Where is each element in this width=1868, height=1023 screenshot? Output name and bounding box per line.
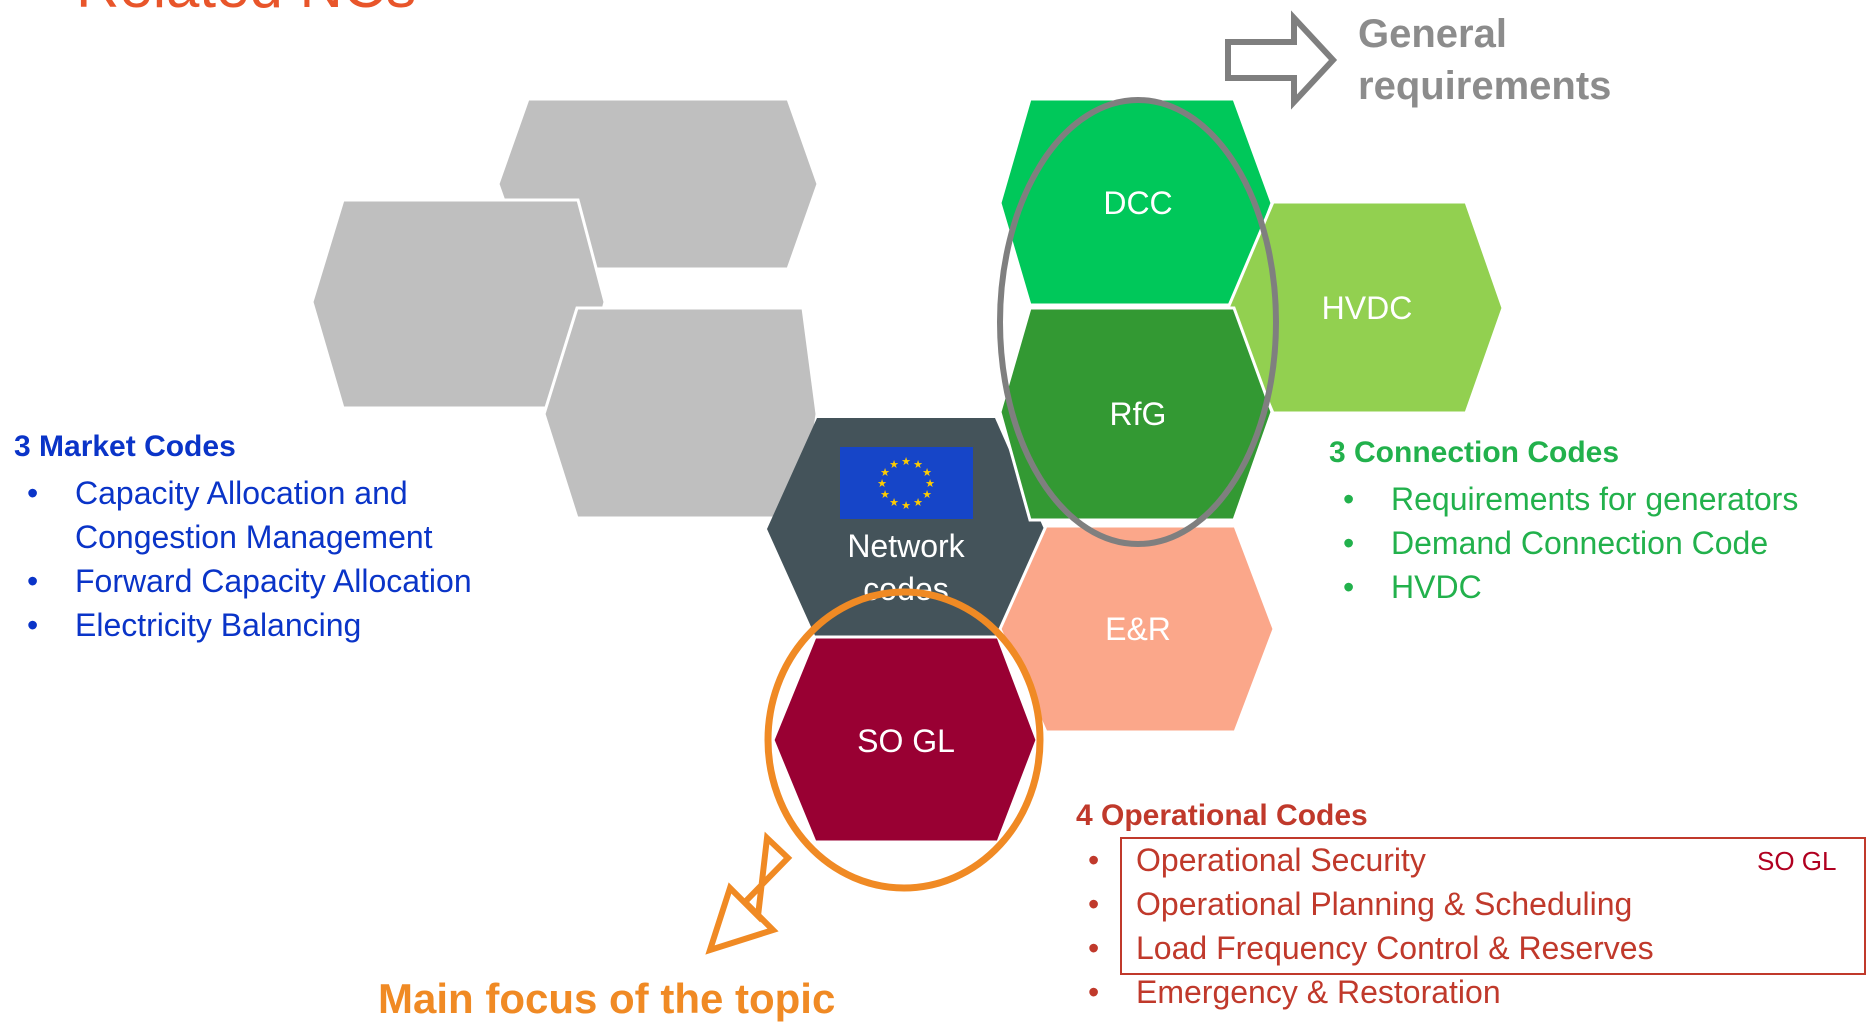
operational-code-item: •Operational Planning & Scheduling — [1088, 882, 1654, 926]
er-hexagon — [998, 524, 1276, 734]
bullet: • — [1343, 569, 1355, 605]
operational-codes-list: •Operational Security •Operational Plann… — [1088, 838, 1654, 1014]
general-requirements-ellipse — [997, 97, 1279, 547]
svg-text:★: ★ — [901, 455, 911, 468]
svg-text:★: ★ — [922, 488, 932, 501]
sogl-box — [1120, 837, 1866, 975]
eu-flag-icon — [840, 447, 973, 519]
network-codes-label-line1: Network — [847, 528, 965, 564]
svg-text:★: ★ — [913, 458, 923, 471]
market-code-item: •Electricity Balancing — [27, 603, 472, 647]
bullet: • — [1343, 481, 1355, 517]
svg-text:★: ★ — [913, 496, 923, 509]
svg-text:★: ★ — [880, 488, 890, 501]
page-title: Related NCs — [76, 0, 416, 21]
general-requirements-line1: General — [1358, 12, 1507, 56]
bullet: • — [1088, 842, 1100, 878]
svg-text:★: ★ — [889, 458, 899, 471]
svg-text:★: ★ — [880, 466, 890, 479]
connection-code-item: •Demand Connection Code — [1343, 521, 1798, 565]
svg-text:★: ★ — [901, 499, 911, 512]
operational-codes-heading: 4 Operational Codes — [1076, 799, 1368, 832]
operational-code-item: •Operational Security — [1088, 838, 1654, 882]
rfg-label: RfG — [1110, 396, 1167, 432]
general-requirements-arrow-icon — [1225, 10, 1338, 110]
svg-text:★: ★ — [925, 477, 935, 490]
bullet: • — [1088, 886, 1100, 922]
dcc-label: DCC — [1103, 185, 1172, 221]
eu-stars-icon: ★★★ ★★★ ★★★ ★★★ — [877, 455, 935, 512]
operational-code-item: •Load Frequency Control & Reserves — [1088, 926, 1654, 970]
connection-codes-list: •Requirements for generators •Demand Con… — [1343, 477, 1798, 609]
market-hexagon-lower — [542, 306, 819, 520]
network-codes-hexagon — [767, 418, 1044, 640]
rfg-hexagon — [998, 306, 1274, 522]
market-code-item-continued: Congestion Management — [75, 519, 433, 555]
market-code-item: •Capacity Allocation and — [27, 471, 472, 515]
operational-code-item: •Emergency & Restoration — [1088, 970, 1654, 1014]
connection-code-item: •HVDC — [1343, 565, 1798, 609]
market-code-item: •Forward Capacity Allocation — [27, 559, 472, 603]
sogl-box-tag: SO GL — [1757, 846, 1837, 876]
svg-text:★: ★ — [922, 466, 932, 479]
bullet: • — [1088, 930, 1100, 966]
bullet: • — [1343, 525, 1355, 561]
svg-text:★: ★ — [877, 477, 887, 490]
main-focus-arrow-icon — [705, 831, 793, 955]
connection-codes-heading: 3 Connection Codes — [1329, 436, 1620, 469]
bullet: • — [1088, 974, 1100, 1010]
svg-text:★: ★ — [889, 496, 899, 509]
connection-code-item: •Requirements for generators — [1343, 477, 1798, 521]
general-requirements-label: General requirements — [1358, 8, 1611, 112]
hvdc-label: HVDC — [1322, 290, 1413, 326]
bullet: • — [27, 475, 39, 511]
bullet: • — [27, 607, 39, 643]
main-focus-label: Main focus of the topic — [378, 975, 836, 1022]
market-codes-list: •Capacity Allocation and Congestion Mana… — [27, 471, 472, 647]
main-focus-circle — [764, 588, 1044, 892]
er-label: E&R — [1105, 611, 1171, 647]
market-codes-heading: 3 Market Codes — [14, 430, 236, 463]
general-requirements-line2: requirements — [1358, 64, 1612, 108]
sogl-label: SO GL — [857, 723, 955, 759]
bullet: • — [27, 563, 39, 599]
